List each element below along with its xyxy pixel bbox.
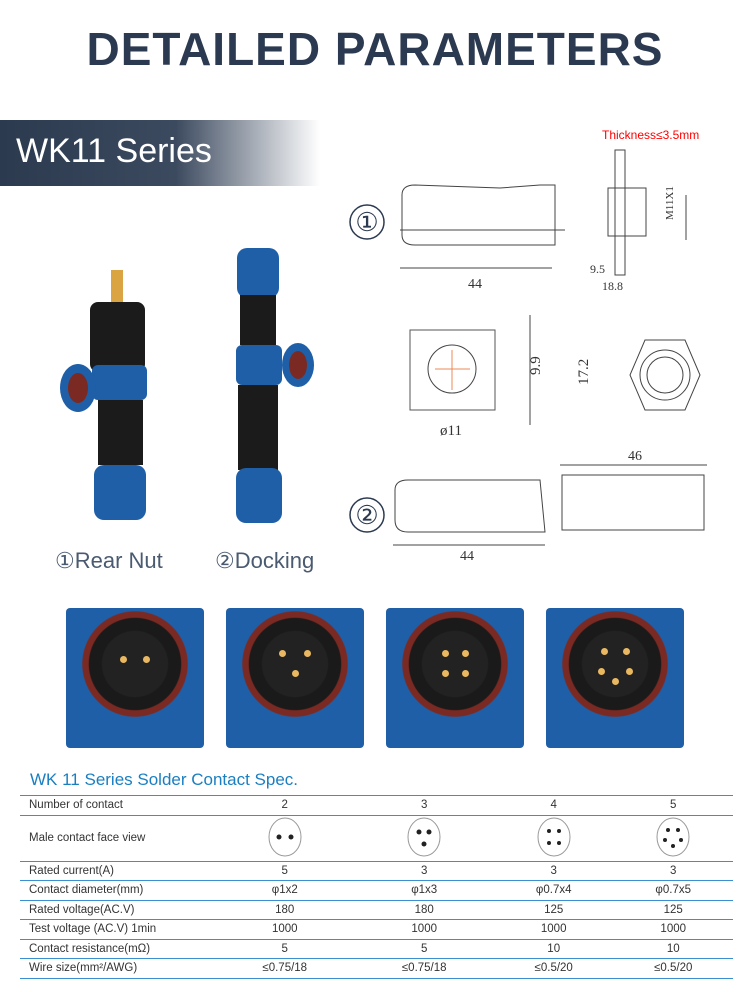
cell: ≤0.5/20 bbox=[613, 958, 733, 979]
cell: φ1x2 bbox=[215, 880, 355, 901]
dim-hole: ø11 bbox=[440, 423, 462, 439]
series-banner-text: WK11 Series bbox=[16, 132, 212, 170]
cell: 4 bbox=[493, 795, 614, 816]
thickness-note: Thickness≤3.5mm bbox=[602, 128, 700, 142]
cell: 3 bbox=[354, 861, 494, 881]
cell: φ1x3 bbox=[354, 880, 494, 901]
label-rear-nut: ①Rear Nut bbox=[55, 548, 163, 573]
table-row: Male contact face view bbox=[20, 815, 733, 862]
cell: 3 bbox=[354, 795, 494, 816]
cell: 10 bbox=[613, 939, 733, 959]
cell: 3 bbox=[613, 861, 733, 881]
dim-17-2: 17.2 bbox=[576, 359, 592, 385]
face-view-2pin bbox=[215, 815, 355, 862]
cell: 180 bbox=[215, 900, 355, 920]
cell: φ0.7x5 bbox=[613, 880, 733, 901]
cell: 5 bbox=[354, 939, 494, 959]
row-label: Rated voltage(AC.V) bbox=[20, 900, 215, 920]
row-label: Wire size(mm²/AWG) bbox=[20, 958, 215, 979]
marker-2: ② bbox=[355, 501, 378, 530]
dim-length-1: 44 bbox=[468, 277, 482, 292]
series-banner: WK11 Series bbox=[0, 120, 320, 186]
spec-table-title: WK 11 Series Solder Contact Spec. bbox=[30, 770, 299, 789]
docking-connector-image bbox=[236, 248, 314, 523]
connector-photo-2pin bbox=[66, 608, 204, 748]
row-label: Male contact face view bbox=[20, 815, 215, 862]
face-view-5pin bbox=[613, 815, 733, 862]
dim-thread: M11X1 bbox=[664, 186, 676, 220]
dim-9-5: 9.5 bbox=[590, 262, 605, 276]
row-label: Number of contact bbox=[20, 795, 215, 816]
dim-46: 46 bbox=[628, 449, 642, 464]
face-view-4pin bbox=[493, 815, 614, 862]
dim-18-8: 18.8 bbox=[602, 279, 623, 293]
row-label: Contact resistance(mΩ) bbox=[20, 939, 215, 959]
marker-circle-1 bbox=[349, 204, 385, 240]
row-label: Contact diameter(mm) bbox=[20, 880, 215, 901]
cell: 5 bbox=[613, 795, 733, 816]
page-title: DETAILED PARAMETERS bbox=[86, 23, 664, 75]
marker-1: ① bbox=[355, 208, 378, 237]
marker-circle-2 bbox=[349, 497, 385, 533]
cell: 1000 bbox=[354, 919, 494, 940]
cell: ≤0.75/18 bbox=[354, 958, 494, 979]
row-label: Test voltage (AC.V) 1min bbox=[20, 919, 215, 940]
connector-photo-4pin bbox=[386, 608, 524, 748]
dim-length-2: 44 bbox=[460, 549, 474, 560]
dim-9-9: 9.9 bbox=[528, 356, 544, 375]
cell: ≤0.5/20 bbox=[493, 958, 614, 979]
row-label: Rated current(A) bbox=[20, 861, 215, 881]
cell: 180 bbox=[354, 900, 494, 920]
rear-nut-connector-image bbox=[60, 270, 147, 520]
cell: 3 bbox=[493, 861, 614, 881]
label-docking: ②Docking bbox=[215, 548, 315, 573]
cell: 2 bbox=[215, 795, 355, 816]
connector-photo-5pin bbox=[546, 608, 684, 748]
technical-drawing: ① 44 M11X1 9.5 18.8 9.9 ø11 17.2 ② 44 46 bbox=[349, 149, 707, 560]
table-row: Wire size(mm²/AWG)≤0.75/18≤0.75/18≤0.5/2… bbox=[20, 958, 733, 979]
cell: ≤0.75/18 bbox=[215, 958, 355, 979]
cell: 125 bbox=[613, 900, 733, 920]
cell: φ0.7x4 bbox=[493, 880, 614, 901]
cell: 125 bbox=[493, 900, 614, 920]
cell: 1000 bbox=[215, 919, 355, 940]
cell: 5 bbox=[215, 861, 355, 881]
cell: 1000 bbox=[613, 919, 733, 940]
connector-photo-3pin bbox=[226, 608, 364, 748]
cell: 5 bbox=[215, 939, 355, 959]
cell: 1000 bbox=[493, 919, 614, 940]
cell: 10 bbox=[493, 939, 614, 959]
product-photos bbox=[60, 248, 314, 523]
face-view-3pin bbox=[354, 815, 494, 862]
